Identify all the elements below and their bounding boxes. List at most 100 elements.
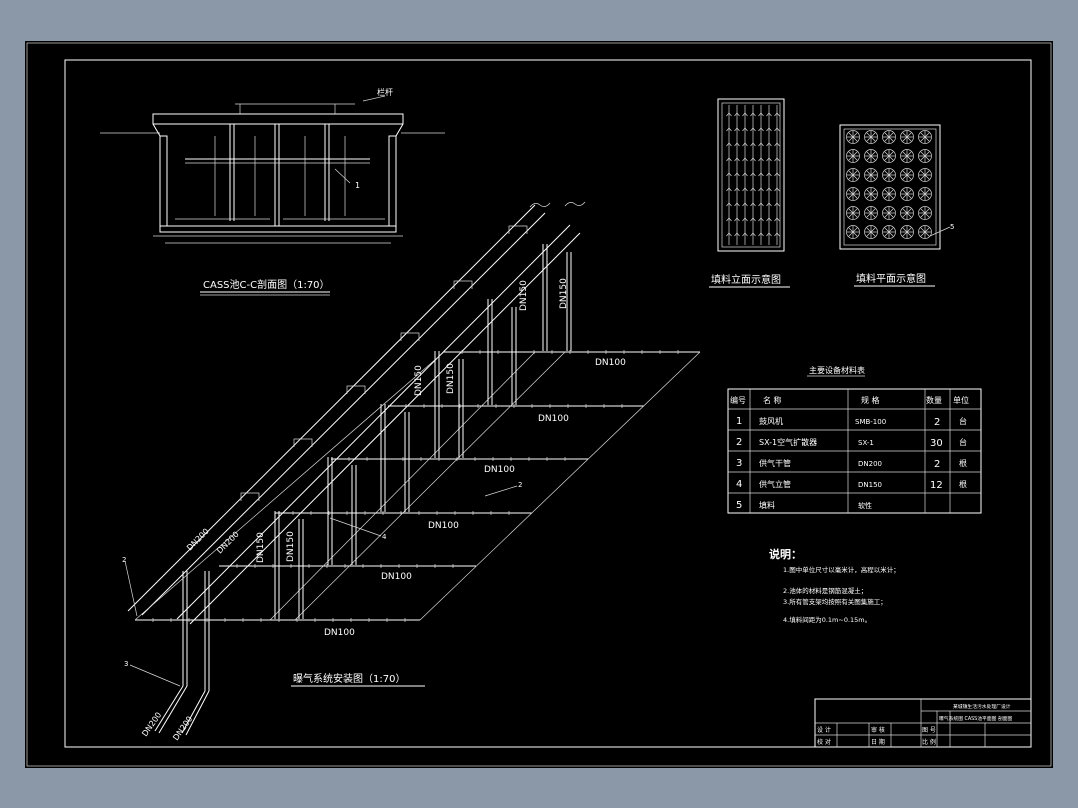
section-leader-1: 1: [355, 181, 360, 190]
cell: 2: [934, 417, 940, 428]
cell: SX-1: [858, 439, 874, 447]
cell: 填料: [759, 500, 775, 510]
riser-label-1: DN150: [519, 280, 529, 311]
media-ball-icon: [900, 187, 914, 201]
outer-border: [26, 42, 1052, 767]
drawing-name: 曝气系统图 CASS池平面图 剖面图: [939, 715, 1013, 722]
media-ball-icon: [846, 130, 860, 144]
cell: 供气立管: [759, 479, 791, 489]
cad-drawing: 栏杆 1 CASS池C-C剖面图（1:70） 填料立面示意图 5 填料平面示意图: [26, 42, 1052, 767]
media-ball-icon: [882, 130, 896, 144]
media-ball-icon: [900, 225, 914, 239]
lateral-label-1: DN100: [595, 358, 626, 368]
materials-table: 主要设备材料表 编号 名 称 规 格 数量 单位 1 鼓风机 SMB-100 2…: [727, 365, 982, 514]
media-elevation-view: 填料立面示意图: [709, 98, 790, 288]
section-view: 栏杆 1 CASS池C-C剖面图（1:70）: [100, 87, 445, 296]
cell: 1: [736, 416, 742, 427]
media-ball-icon: [864, 130, 878, 144]
table-row: 3 供气干管 DN200 2 根: [736, 458, 967, 470]
header-label-1: DN200: [185, 527, 211, 553]
media-ball-icon: [900, 168, 914, 182]
media-ball-icon: [882, 149, 896, 163]
tb-design: 设 计: [817, 726, 831, 734]
lateral-label-3: DN100: [484, 465, 515, 475]
media-ball-icon: [864, 149, 878, 163]
th-name: 名 称: [763, 395, 782, 405]
cell: 根: [959, 458, 967, 468]
media-ball-icon: [882, 168, 896, 182]
media-ball-icon: [864, 168, 878, 182]
note-line: 1.图中单位尺寸以毫米计，高程以米计；: [783, 565, 900, 574]
media-ball-icon: [900, 149, 914, 163]
media-ball-icon: [882, 187, 896, 201]
media-ball-icon: [900, 130, 914, 144]
note-line: 4.填料间距为0.1m~0.15m。: [783, 615, 871, 624]
cell: DN200: [858, 460, 882, 468]
media-ball-icon: [864, 206, 878, 220]
cell: 鼓风机: [759, 416, 783, 426]
media-ball-icon: [864, 187, 878, 201]
drawing-sheet: 栏杆 1 CASS池C-C剖面图（1:70） 填料立面示意图 5 填料平面示意图: [25, 41, 1053, 768]
th-spec: 规 格: [861, 395, 880, 405]
project-name: 某城镇生活污水处理厂设计: [953, 703, 1011, 710]
media-plan-leader: 5: [950, 223, 954, 231]
table-row: 5 填料 软性: [736, 500, 872, 511]
header-label-bottom-2: DN200: [171, 715, 194, 743]
tb-review: 审 核: [871, 726, 885, 734]
cell: 软性: [858, 501, 872, 510]
riser-label-3: DN150: [414, 365, 424, 396]
media-ball-icon: [882, 225, 896, 239]
media-plan-view: 5 填料平面示意图: [839, 124, 954, 287]
th-unit: 单位: [953, 395, 969, 405]
lateral-label-5: DN100: [381, 572, 412, 582]
title-block: 某城镇生活污水处理厂设计 曝气系统图 CASS池平面图 剖面图 设 计 审 核 …: [814, 698, 1032, 748]
cell: 供气干管: [759, 458, 791, 468]
lateral-label-4: DN100: [428, 521, 459, 531]
cell: 30: [930, 438, 943, 449]
media-ball-icon: [918, 206, 932, 220]
materials-table-title: 主要设备材料表: [809, 365, 865, 375]
media-ball-icon: [846, 225, 860, 239]
cell: 2: [736, 437, 742, 448]
note-line: 2.池体的材料是钢筋混凝土；: [783, 586, 867, 595]
tb-check: 校 对: [817, 738, 831, 746]
media-ball-icon: [900, 206, 914, 220]
media-ball-icon: [918, 130, 932, 144]
lateral-label-2: DN100: [538, 414, 569, 424]
cell: 4: [736, 479, 742, 490]
cell: 5: [736, 500, 742, 511]
riser-label-6: DN150: [286, 531, 296, 562]
lateral-label-6: DN100: [324, 628, 355, 638]
table-row: 2 SX-1空气扩散器 SX-1 30 台: [736, 437, 967, 449]
cell: 台: [959, 416, 967, 426]
riser-label-2: DN150: [559, 278, 569, 309]
cell: 台: [959, 437, 967, 447]
header-label-bottom-1: DN200: [140, 711, 163, 739]
media-ball-icon: [846, 206, 860, 220]
table-row: 4 供气立管 DN150 12 根: [736, 479, 967, 491]
callout-3: 3: [124, 660, 128, 668]
media-plan-caption: 填料平面示意图: [856, 272, 926, 285]
media-elevation-caption: 填料立面示意图: [711, 273, 781, 286]
section-view-caption: CASS池C-C剖面图（1:70）: [203, 278, 330, 291]
media-ball-icon: [918, 187, 932, 201]
cell: 3: [736, 458, 742, 469]
callout-2-right: 2: [518, 481, 522, 489]
tb-drawing-no: 图 号: [922, 727, 936, 734]
media-ball-icon: [864, 225, 878, 239]
tb-scale: 比 例: [922, 738, 936, 746]
railing-label: 栏杆: [377, 87, 393, 97]
th-no: 编号: [730, 395, 746, 405]
table-row: 1 鼓风机 SMB-100 2 台: [736, 416, 967, 428]
tb-date: 日 期: [871, 738, 885, 746]
notes-title: 说明：: [769, 547, 802, 561]
iso-view-caption: 曝气系统安装图（1:70）: [293, 672, 405, 685]
media-ball-icon: [846, 187, 860, 201]
media-ball-icon: [846, 168, 860, 182]
cell: 12: [930, 480, 943, 491]
media-ball-icon: [846, 149, 860, 163]
callout-4: 4: [382, 533, 387, 541]
header-label-2: DN200: [215, 530, 241, 556]
note-line: 3.所有管支架均按照有关图集施工；: [783, 597, 887, 606]
media-ball-icon: [918, 168, 932, 182]
